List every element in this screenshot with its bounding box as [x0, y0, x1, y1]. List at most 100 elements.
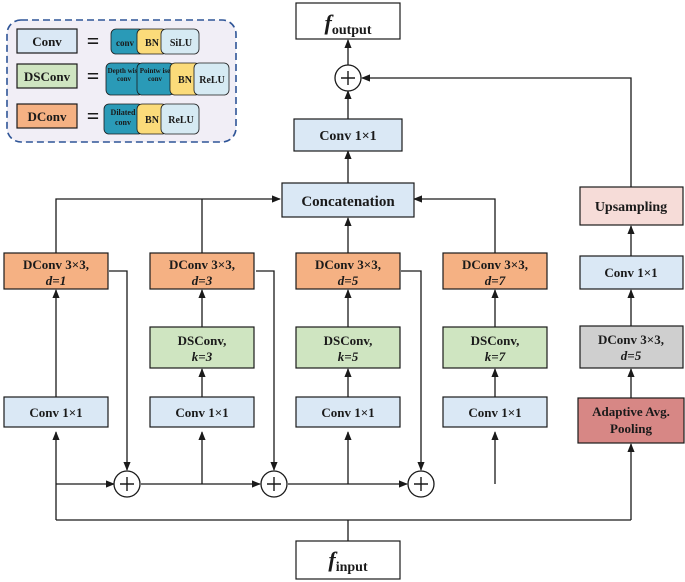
add-node-output [334, 64, 362, 92]
branch-2-conv-label: Conv 1×1 [175, 405, 228, 420]
branch-1: DConv 3×3, d=1 Conv 1×1 [3, 252, 109, 428]
top-conv-frame [293, 118, 403, 152]
upsampling-box [579, 186, 684, 226]
right-dconv-label: DConv 3×3, [598, 332, 664, 347]
legend-dsconv-equals: = [87, 63, 100, 88]
dconv1-to-add1 [109, 270, 131, 471]
branch-1-conv-label: Conv 1×1 [29, 405, 82, 420]
upsampling-to-add [361, 74, 632, 187]
branch-4-kernel: k=7 [485, 349, 506, 364]
legend-dconv-relu [160, 103, 200, 135]
legend-dsconv-name: DSConv [24, 69, 71, 84]
add-node-1 [113, 470, 141, 498]
pooling-box [577, 397, 685, 444]
legend-dconv-equals: = [87, 103, 100, 128]
concatenation-label: Concatenation [301, 194, 395, 210]
output-subscript: output [332, 23, 372, 38]
legend-dsconv-bn-label: BN [178, 75, 193, 86]
legend-conv-swatch [16, 28, 78, 54]
right-dconv-box [579, 325, 684, 369]
branch-3-conv [295, 396, 401, 428]
legend: Conv = conv BN SiLU DSConv = Depth wise … [6, 19, 237, 143]
branch-2: DConv 3×3, d=3 DSConv, k=3 Conv 1×1 [149, 252, 255, 428]
legend-row-conv: Conv = conv BN SiLU [16, 28, 200, 55]
legend-dconv-name: DConv [27, 109, 67, 124]
legend-dilated-label-wrap: Dilated conv [110, 108, 136, 127]
branch-4-conv [442, 396, 548, 428]
legend-conv-equals: = [87, 28, 100, 53]
branch-4: DConv 3×3, d=7 DSConv, k=7 Conv 1×1 [442, 252, 548, 428]
input-label: finput [328, 547, 368, 575]
right-dilation: d=5 [621, 348, 642, 363]
right-conv-label: Conv 1×1 [604, 265, 657, 280]
legend-row-dsconv: DSConv = Depth wise conv Pointw ise conv… [16, 62, 230, 96]
branch-3-dconv [295, 252, 401, 290]
right-conv-box [579, 255, 684, 290]
branch-4-conv-label: Conv 1×1 [468, 405, 521, 420]
plus-icon [414, 477, 428, 491]
branch-1-dilation: d=1 [46, 273, 66, 288]
connections [52, 39, 635, 541]
branch-2-dsconv [149, 326, 255, 369]
legend-dsconv-relu [193, 62, 230, 96]
concatenation-frame [281, 182, 415, 218]
branch-3-kernel: k=5 [338, 349, 359, 364]
dconv2-to-add2 [256, 270, 278, 471]
top-conv: Conv 1×1 [293, 118, 403, 152]
branch-4-dsconv [442, 326, 548, 369]
legend-dconv-relu-label: ReLU [168, 115, 194, 126]
add-nodes [113, 64, 435, 498]
input-symbol: f [328, 547, 338, 572]
legend-dsconv-swatch [16, 63, 78, 89]
branch-4-dconv-label: DConv 3×3, [462, 257, 528, 272]
top-conv-label: Conv 1×1 [319, 129, 376, 144]
output-box: foutput [295, 2, 401, 40]
plus-icon [341, 71, 355, 85]
legend-depthwise-label-wrap: Depth wise conv [107, 67, 141, 83]
legend-pointwise-label-wrap: Pointw ise conv [140, 67, 171, 83]
branch-4-dsconv-label: DSConv, [471, 333, 520, 348]
legend-dilated-label: Dilated conv [110, 108, 136, 127]
branch-2-conv [149, 396, 255, 428]
branch-2-kernel: k=3 [192, 349, 213, 364]
legend-conv-silu [160, 28, 200, 55]
branch-3-dsconv [295, 326, 401, 369]
concatenation: Concatenation [281, 182, 415, 218]
dconv3-to-add3 [401, 270, 425, 471]
output-symbol: f [324, 10, 334, 35]
plus-icon [267, 477, 281, 491]
right-branch: Upsampling Conv 1×1 DConv 3×3, d=5 Adapt… [577, 186, 685, 444]
pooling-label-line1: Adaptive Avg. [592, 404, 670, 419]
legend-conv-name: Conv [32, 34, 62, 49]
output-box-frame [295, 2, 401, 40]
branch-3-dsconv-label: DSConv, [324, 333, 373, 348]
branch-3: DConv 3×3, d=5 DSConv, k=5 Conv 1×1 [295, 252, 401, 428]
branch-2-dsconv-label: DSConv, [178, 333, 227, 348]
legend-dconv-swatch [16, 103, 78, 129]
legend-conv-bn-label: BN [145, 38, 160, 49]
legend-dsconv-relu-label: ReLU [199, 75, 225, 86]
legend-depthwise-label: Depth wise conv [107, 67, 141, 83]
branch-3-dilation: d=5 [338, 273, 359, 288]
legend-conv-silu-label: SiLU [170, 38, 192, 49]
branch-1-dconv-label: DConv 3×3, [23, 257, 89, 272]
add-node-3 [407, 470, 435, 498]
input-box-frame [295, 540, 401, 580]
legend-row-dconv: DConv = Dilated conv BN ReLU [16, 103, 200, 135]
upsampling-label: Upsampling [595, 200, 667, 215]
branch-2-dconv [149, 252, 255, 290]
add-node-2 [260, 470, 288, 498]
branch-4-dconv [442, 252, 548, 290]
branch-3-dconv-label: DConv 3×3, [315, 257, 381, 272]
branch-2-dconv-label: DConv 3×3, [169, 257, 235, 272]
branch-2-dilation: d=3 [192, 273, 213, 288]
output-label: foutput [324, 10, 371, 38]
legend-conv-block-label: conv [116, 38, 135, 48]
plus-icon [120, 477, 134, 491]
input-subscript: input [336, 560, 368, 575]
pooling-label-line2: Pooling [610, 421, 652, 436]
branch-4-dilation: d=7 [485, 273, 506, 288]
branch-1-dconv [3, 252, 109, 290]
dconv4-to-concat [413, 195, 496, 253]
